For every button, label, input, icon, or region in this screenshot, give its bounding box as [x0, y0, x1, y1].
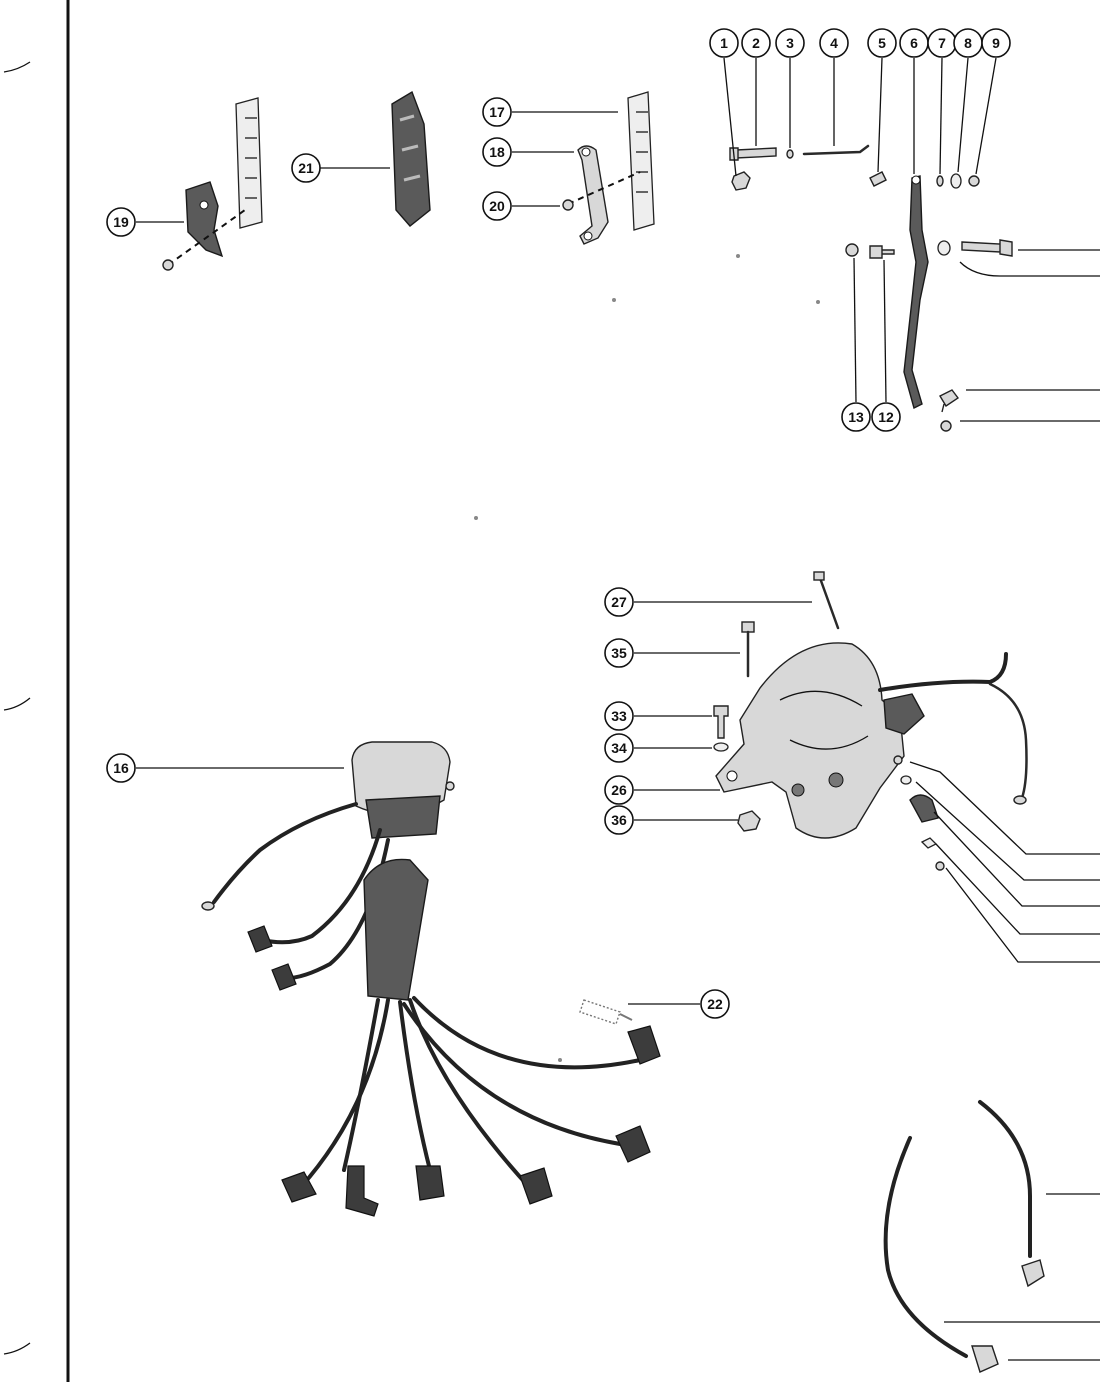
small-parts-right	[893, 755, 945, 871]
callout-4: 4	[819, 28, 849, 58]
svg-text:8: 8	[964, 35, 972, 51]
callout-leaders	[136, 57, 997, 1005]
callout-3: 3	[775, 28, 805, 58]
svg-text:17: 17	[489, 104, 505, 120]
svg-text:5: 5	[878, 35, 886, 51]
svg-text:16: 16	[113, 760, 129, 776]
link-rod-4	[802, 144, 870, 156]
screw-20	[562, 199, 574, 211]
distributor-lead-wire	[878, 652, 1028, 805]
bolt-33	[713, 705, 729, 739]
washer-right	[937, 240, 951, 256]
assembly-line-19	[167, 209, 246, 266]
svg-text:12: 12	[878, 409, 894, 425]
callout-27: 27	[604, 587, 634, 617]
margin-mark	[3, 61, 31, 73]
leader-right-f	[915, 781, 1100, 881]
distributor-housing-26	[715, 642, 925, 839]
link-rod-2	[729, 147, 777, 161]
leader-right-b	[959, 261, 1100, 277]
leader-right-g	[933, 811, 1100, 907]
leader-right-e	[909, 761, 1100, 855]
callout-35: 35	[604, 638, 634, 668]
leader-right-i	[945, 867, 1100, 963]
callout-2: 2	[741, 28, 771, 58]
nut-right	[940, 420, 952, 432]
hose-lower	[883, 1136, 999, 1373]
callout-16: 16	[106, 753, 136, 783]
svg-text:22: 22	[707, 996, 723, 1012]
leader-right-h	[935, 843, 1100, 935]
bolt-right	[961, 239, 1013, 257]
svg-text:21: 21	[298, 160, 314, 176]
callout-12: 12	[871, 402, 901, 432]
nut-19	[162, 259, 174, 271]
svg-text:1: 1	[720, 35, 728, 51]
callout-13: 13	[841, 402, 871, 432]
callout-22: 22	[700, 989, 730, 1019]
nut-13	[845, 243, 859, 257]
svg-text:13: 13	[848, 409, 864, 425]
cushion-21	[391, 90, 431, 227]
hose-upper	[978, 1100, 1045, 1288]
callout-26: 26	[604, 775, 634, 805]
callout-21: 21	[291, 153, 321, 183]
callout-6: 6	[899, 28, 929, 58]
wire-retainer-strip-17	[627, 91, 655, 231]
washer-34	[713, 742, 729, 752]
callout-36: 36	[604, 805, 634, 835]
screw-35	[741, 621, 755, 678]
bolt-12	[869, 245, 895, 259]
assembly-line-20	[567, 171, 641, 205]
callout-7: 7	[927, 28, 957, 58]
callout-1: 1	[709, 28, 739, 58]
svg-text:18: 18	[489, 144, 505, 160]
nut-9	[968, 175, 980, 187]
svg-text:6: 6	[910, 35, 918, 51]
screw-1	[731, 171, 751, 191]
svg-text:33: 33	[611, 708, 627, 724]
wave-washer-8	[950, 173, 962, 189]
callout-18: 18	[482, 137, 512, 167]
svg-text:26: 26	[611, 782, 627, 798]
margin-mark	[3, 697, 31, 711]
svg-text:34: 34	[611, 740, 627, 756]
svg-text:35: 35	[611, 645, 627, 661]
callout-34: 34	[604, 733, 634, 763]
spark-plug-22	[579, 999, 633, 1025]
callout-17: 17	[482, 97, 512, 127]
washer-3	[786, 149, 794, 159]
svg-text:36: 36	[611, 812, 627, 828]
callout-9: 9	[981, 28, 1011, 58]
callout-5: 5	[867, 28, 897, 58]
lever-6	[903, 175, 929, 410]
svg-text:3: 3	[786, 35, 794, 51]
svg-text:27: 27	[611, 594, 627, 610]
spark-plug-boots	[201, 901, 661, 1217]
washer-7	[936, 175, 944, 187]
nut-36	[737, 810, 761, 832]
screw-27	[813, 571, 840, 630]
ignition-harness-wires	[212, 802, 642, 1190]
callout-8: 8	[953, 28, 983, 58]
stud-right	[939, 389, 960, 413]
wire-retainer-strip-left	[235, 97, 263, 229]
margin-mark	[3, 1342, 31, 1355]
callout-33: 33	[604, 701, 634, 731]
svg-text:4: 4	[830, 35, 838, 51]
clamp-18	[577, 145, 609, 245]
svg-text:20: 20	[489, 198, 505, 214]
svg-text:7: 7	[938, 35, 946, 51]
distributor-cap-16	[351, 741, 455, 839]
svg-text:2: 2	[752, 35, 760, 51]
svg-text:9: 9	[992, 35, 1000, 51]
screw-5	[869, 171, 887, 187]
bracket-19	[185, 181, 224, 258]
callout-19: 19	[106, 207, 136, 237]
svg-text:19: 19	[113, 214, 129, 230]
callout-20: 20	[482, 191, 512, 221]
